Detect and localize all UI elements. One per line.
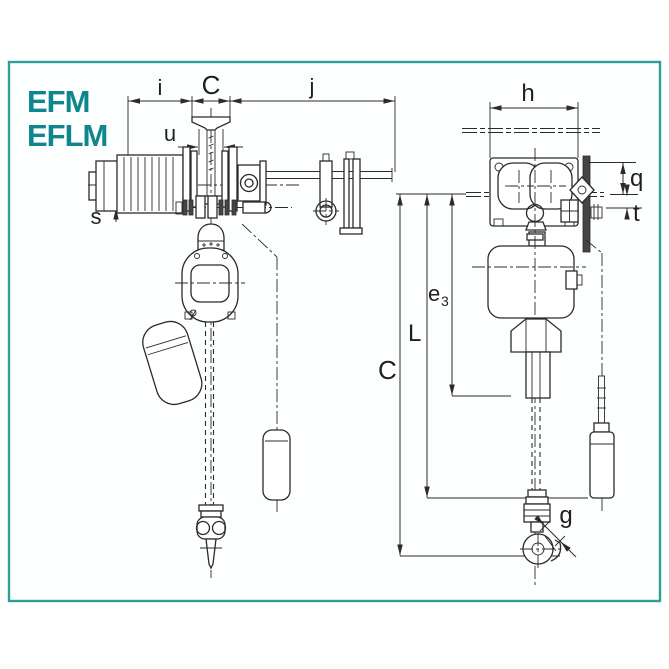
dim-t: t bbox=[606, 184, 642, 227]
dim-label-e3: e 3 bbox=[428, 281, 449, 309]
side-view: h bbox=[378, 80, 643, 588]
dim-label-s: s bbox=[91, 204, 102, 229]
dim-label-e3-sub: 3 bbox=[441, 293, 449, 309]
dim-label-t: t bbox=[633, 200, 640, 227]
dim-label-l: L bbox=[408, 320, 421, 347]
load-chain-side bbox=[531, 398, 541, 490]
hanger-bracket-1 bbox=[313, 153, 339, 225]
suspension-side-parts bbox=[560, 155, 603, 253]
dim-label-c-beam: C bbox=[202, 70, 221, 100]
dim-label-e3-base: e bbox=[428, 281, 440, 306]
pendant-control-side bbox=[585, 239, 615, 511]
chain-guide-side bbox=[510, 318, 562, 399]
bag-attachment bbox=[189, 309, 197, 321]
dim-g: g bbox=[534, 502, 577, 558]
model-title-block: EFM EFLM bbox=[27, 84, 108, 153]
dim-label-c-height: C bbox=[378, 355, 397, 385]
dim-label-q: q bbox=[630, 165, 643, 192]
hanger-bracket-2 bbox=[339, 151, 363, 235]
trolley-side-plate bbox=[489, 157, 579, 227]
dim-h: h bbox=[489, 80, 579, 158]
dim-label-h: h bbox=[521, 80, 534, 107]
dim-label-j: j bbox=[309, 74, 315, 99]
bottom-hook-side bbox=[520, 489, 562, 568]
hoist-body-front bbox=[175, 247, 245, 323]
trolley-motor bbox=[88, 154, 184, 214]
hoist-suspension-bell bbox=[197, 223, 225, 251]
dim-label-i: i bbox=[158, 75, 163, 100]
bottom-hook-front bbox=[195, 504, 227, 570]
front-view: i C j u s bbox=[88, 70, 396, 578]
load-chain-front bbox=[204, 322, 215, 506]
dim-c-l-e3: e 3 L C bbox=[378, 193, 588, 557]
dim-i-c-j: i C j bbox=[127, 70, 396, 172]
drive-gear-cluster bbox=[175, 195, 272, 219]
dim-label-g: g bbox=[559, 502, 572, 529]
dim-q: q bbox=[588, 162, 643, 195]
pendant-control-front bbox=[241, 223, 291, 512]
dim-label-u: u bbox=[164, 121, 176, 146]
chain-container-bag bbox=[142, 320, 203, 406]
model-name-eflm: EFLM bbox=[27, 118, 107, 153]
model-name-efm: EFM bbox=[27, 84, 89, 119]
